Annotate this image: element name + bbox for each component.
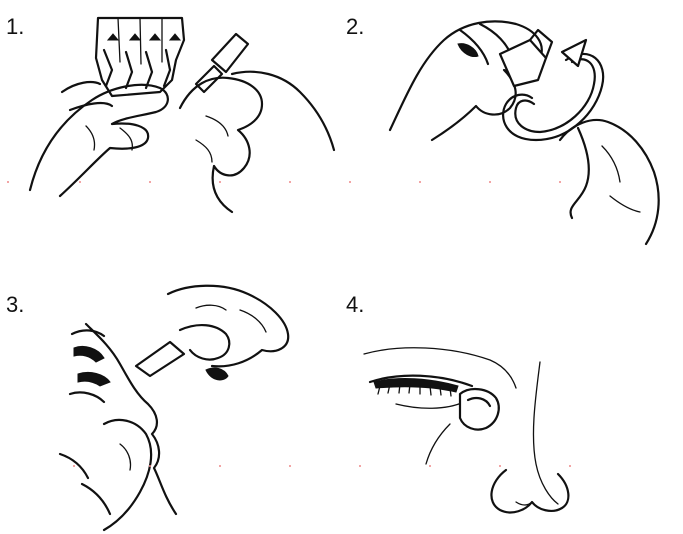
eye-drop-instill-icon bbox=[0, 274, 340, 534]
step-2-panel: 2. bbox=[340, 0, 683, 260]
vial-strip-tear-icon bbox=[0, 0, 340, 240]
step-3-panel: 3. bbox=[0, 274, 340, 534]
step-4-panel: 4. bbox=[340, 274, 683, 534]
eye-closed-press-icon bbox=[340, 274, 683, 534]
step-1-panel: 1. bbox=[0, 0, 340, 240]
vial-twist-open-icon bbox=[340, 0, 683, 260]
